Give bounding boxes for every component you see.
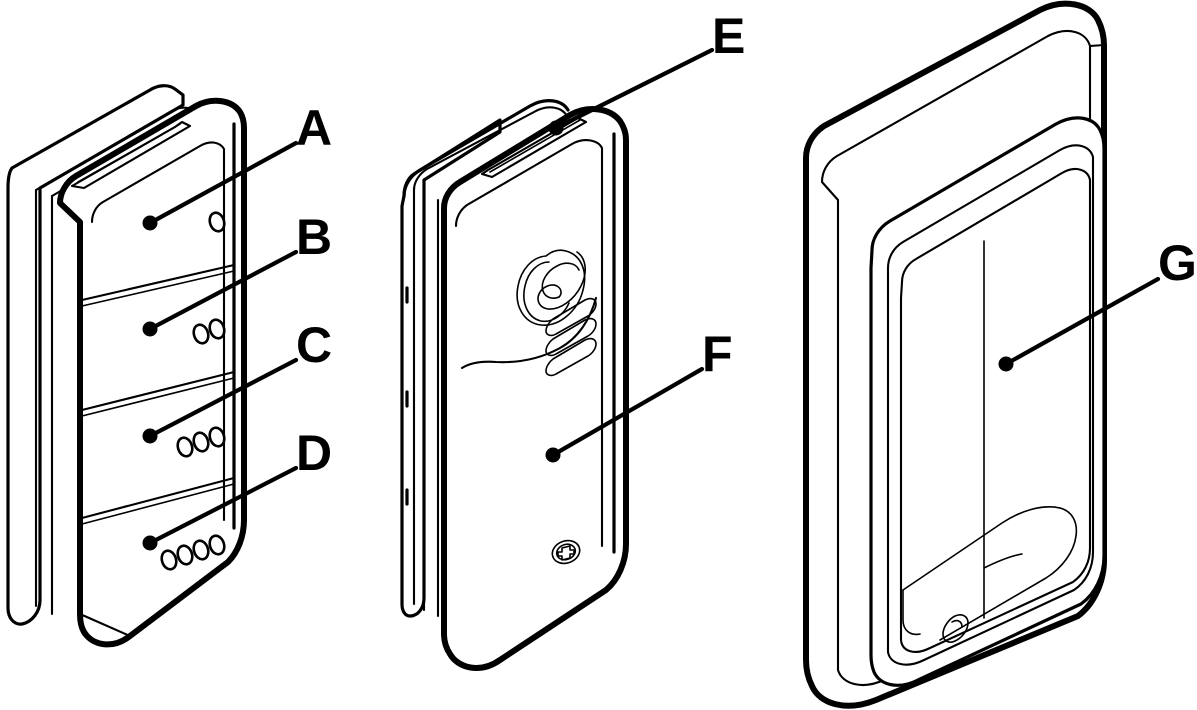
seam-3b [81, 483, 235, 525]
label-b: B [296, 209, 332, 265]
seam-2b [81, 377, 235, 417]
leader-dot-c [142, 428, 158, 444]
callout-f: F [545, 326, 733, 463]
dot-c-3 [208, 426, 226, 448]
leader-line-c [147, 357, 299, 439]
leader-dot-e [548, 120, 564, 136]
dot-c-2 [192, 431, 210, 453]
remote-top-groove-line [77, 123, 181, 183]
part-wall-mount-frame [803, 0, 1107, 709]
release-tab-detail [951, 619, 963, 628]
frame-recess-floor-left [902, 589, 921, 636]
part-four-button-remote [6, 84, 247, 648]
remote-front-face-inner [90, 141, 226, 522]
leader-dot-f [545, 447, 561, 463]
callout-g: G [998, 235, 1197, 372]
leader-line-b [147, 249, 299, 332]
leader-dot-g [998, 356, 1014, 372]
dot-d-4 [208, 534, 226, 556]
remote-button-seams [80, 263, 236, 525]
leader-line-f [550, 366, 705, 458]
callout-a: A [142, 100, 332, 231]
phillips-screw [551, 539, 581, 565]
body-top-bezel [402, 99, 570, 198]
dot-d-2 [176, 544, 194, 566]
leader-line-a [147, 140, 299, 226]
callout-b: B [142, 209, 332, 337]
label-c: C [296, 317, 332, 373]
leader-line-d [147, 465, 299, 546]
brand-swirl-logo [516, 249, 586, 326]
frame-top-right-thickness [1088, 43, 1106, 48]
label-f: F [702, 326, 733, 382]
frame-recess-floor-top [902, 506, 1061, 591]
logo-outer-ring [516, 249, 586, 326]
seam-2 [80, 370, 236, 412]
leader-line-g [1003, 276, 1161, 367]
frame-release-tab [942, 614, 969, 643]
body-seam-shape [480, 116, 588, 179]
dot-b-2 [208, 318, 226, 340]
button-d-dot-indicators [160, 534, 226, 571]
leader-line-e [553, 47, 715, 131]
callout-d: D [142, 425, 332, 551]
callout-e: E [548, 8, 745, 136]
button-c-dot-indicators [176, 426, 226, 458]
remote-top-groove [70, 120, 192, 190]
screw-outer [551, 539, 581, 565]
leader-dot-d [142, 535, 158, 551]
button-b-dot-indicators [192, 318, 226, 345]
dot-d-1 [160, 549, 178, 571]
body-top-seam-notch [480, 116, 588, 179]
frame-inner-bezel-line [886, 144, 1095, 666]
remote-bottom-edge [78, 612, 132, 638]
frame-recess-shade [983, 553, 1023, 569]
remote-back-shell [6, 84, 185, 626]
dot-d-3 [192, 539, 210, 561]
label-g: G [1158, 235, 1197, 291]
frame-inner-bezel [869, 116, 1106, 687]
logo-swirl-upper [537, 251, 586, 310]
frame-third-rim [899, 168, 1092, 653]
release-tab-shape [942, 614, 969, 643]
button-a-dot-indicators [208, 211, 226, 233]
dot-c-1 [176, 436, 194, 458]
vent-slot-1 [545, 297, 597, 337]
dot-a-1 [208, 211, 226, 233]
remote-body-outline [57, 97, 247, 648]
dot-b-1 [192, 323, 210, 345]
vent-slot-3 [545, 337, 597, 377]
body-front-inner [454, 139, 604, 548]
leader-dot-b [142, 321, 158, 337]
body-front-outline [441, 106, 629, 671]
vent-slot-2 [545, 317, 597, 357]
vent-grille [545, 297, 597, 377]
body-top-bezel-inner [412, 106, 569, 192]
frame-recess-floor-curve [939, 507, 1078, 641]
screw-cross-slot [557, 545, 575, 561]
seam-3 [80, 476, 236, 520]
seam-1 [80, 263, 236, 302]
label-e: E [712, 8, 745, 64]
callout-c: C [142, 317, 332, 444]
part-device-front-body [400, 99, 629, 671]
body-seam-line [489, 119, 581, 173]
leader-dot-a [142, 215, 158, 231]
logo-swirl-mid [541, 262, 580, 299]
body-panel-split [460, 296, 598, 370]
seam-1b [81, 270, 235, 307]
label-a: A [296, 100, 332, 156]
label-d: D [296, 425, 332, 481]
